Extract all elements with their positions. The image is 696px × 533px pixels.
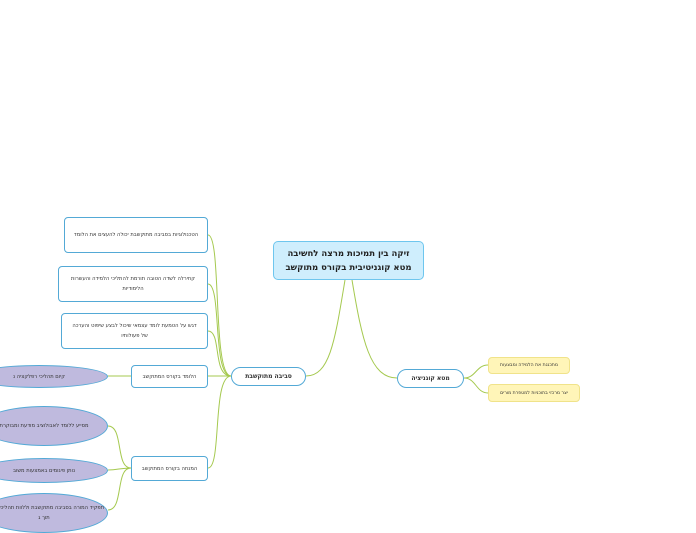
link-metacognition-to-item-2	[463, 377, 489, 394]
link-metacognition-to-item-1	[463, 364, 489, 379]
branch-metacognition[interactable]: מטא קוגניציה	[397, 369, 464, 388]
environment-note-1[interactable]: הטכנולוגיות בסביבה מתוקשבת יכולה להעצים …	[64, 217, 208, 253]
learner-reflection[interactable]: קיום תהליכי רפלקציה נ	[0, 365, 108, 388]
branch-online-environment[interactable]: סביבה מתוקשבת	[231, 367, 306, 386]
link-environment-to-note-3	[207, 330, 232, 377]
instructor-node[interactable]: המנחה בקורס המתוקשב	[131, 456, 208, 481]
environment-note-2[interactable]: קחירלה לשדה הטובה תורמת להתליכי הלמידה ו…	[58, 266, 208, 302]
link-instructor-to-item-3	[107, 467, 132, 511]
instructor-item-2[interactable]: נותן פיגומים באמצעות משוב	[0, 458, 108, 483]
link-central-to-environment	[305, 279, 346, 377]
link-instructor-to-item-1	[107, 425, 132, 469]
central-topic[interactable]: זיקה בין תמיכות מרצה לחשיבה מטא קוגניטיב…	[273, 241, 424, 280]
metacognition-item-1[interactable]: מתכננת את הלמידה ומבצעות	[488, 357, 570, 374]
metacognition-item-2[interactable]: יצר מרכזי בתוכניות למטפרת מורים	[488, 384, 580, 402]
link-central-to-metacognition	[351, 279, 398, 379]
instructor-item-1[interactable]: מסייע ללומד לאבולוציב מודעת ומבוקרת	[0, 406, 108, 446]
environment-note-3[interactable]: דגש על הטמעת לומד עצמאי שיכול לבצע שיפוט…	[61, 313, 208, 349]
connector-lines	[107, 234, 489, 511]
instructor-item-3[interactable]: תפקיד המורה בסביבה מתוקשבת וללוות תהליכי…	[0, 493, 108, 533]
link-environment-to-note-1	[207, 234, 232, 377]
link-environment-to-note-2	[207, 283, 232, 377]
learner-node[interactable]: הלומד בקורס המתוקשב	[131, 365, 208, 388]
link-environment-to-instructor	[207, 375, 232, 469]
